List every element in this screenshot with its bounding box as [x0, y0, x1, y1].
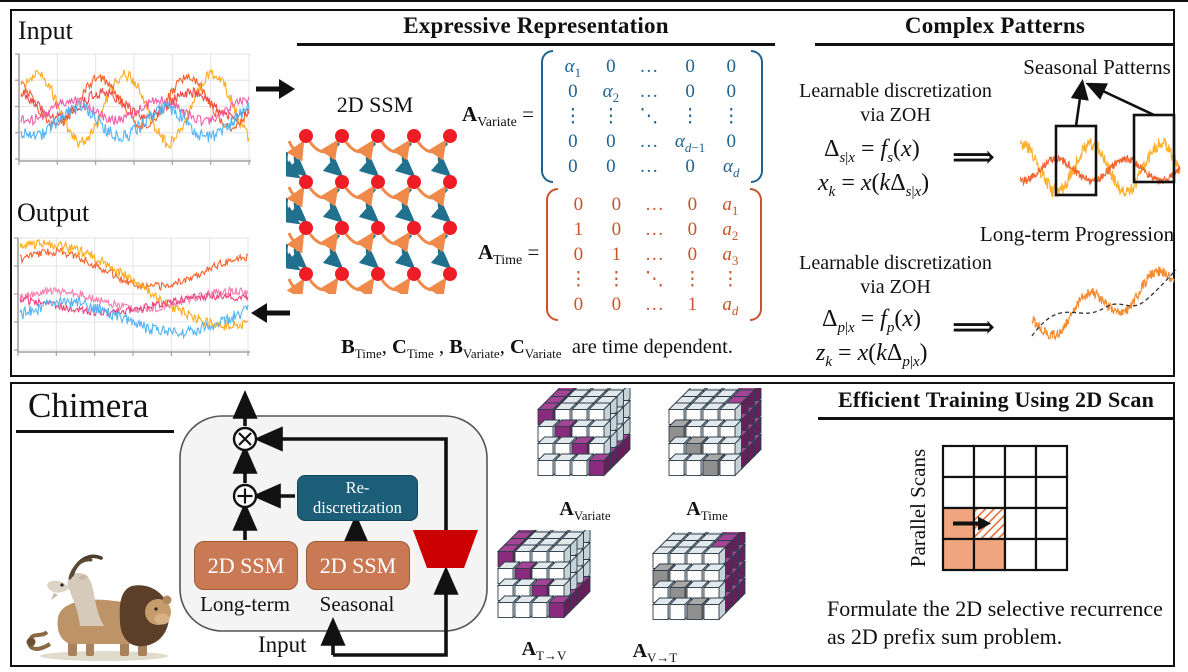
time-dependent-footnote: BTime, CTime , BVariate, CVariate are ti…: [341, 336, 733, 362]
chimera-underline: [16, 430, 174, 433]
ssm-diagram-label: 2D SSM: [336, 92, 414, 117]
left-paren: [546, 188, 559, 321]
equation-x-k: xk = x(kΔs|x): [818, 170, 930, 200]
longterm-branch-label: Long-term: [200, 592, 290, 616]
diagram-input-label: Input: [258, 632, 307, 657]
input-to-ssm-arrow: [256, 79, 295, 99]
learnable-discretization-1-line1: Learnable discretization: [799, 80, 992, 102]
input-feedback-line: [333, 566, 459, 657]
chimera-block-diagram: [179, 390, 488, 657]
efficient-training-header: Efficient Training Using 2D Scan: [837, 387, 1155, 412]
right-paren: [750, 188, 763, 321]
chimera-illustration: [26, 554, 172, 661]
seasonal-patterns-plot: [1019, 78, 1181, 198]
equation-delta-s: Δs|x = fs(x): [824, 136, 920, 166]
a-time-cube-label: ATime: [686, 498, 728, 523]
a-time-label: ATime =: [478, 239, 540, 269]
left-paren: [540, 50, 553, 183]
input-label: Input: [18, 16, 73, 45]
learnable-discretization-1-line2: via ZOH: [860, 104, 931, 126]
implies-arrow-2: ⟹: [952, 311, 996, 344]
a-time-cube: [668, 388, 763, 477]
scan-caption-line1: Formulate the 2D selective recurrence: [827, 596, 1163, 621]
learnable-discretization-2-line2: via ZOH: [860, 276, 931, 298]
input-plot: [15, 53, 251, 165]
learnable-discretization-2-line1: Learnable discretization: [799, 252, 992, 274]
a-variate-cube: [537, 388, 632, 477]
seasonal-branch-label: Seasonal: [319, 592, 395, 616]
a-variate-cube-label: AVariate: [559, 498, 611, 523]
seasonal-callout-arrow-2: [1085, 82, 1155, 117]
projection-trapezoid: [413, 530, 478, 568]
scan-grid: [941, 444, 1069, 572]
parallel-scans-axis-label: Parallel Scans: [906, 448, 930, 568]
seasonal-ssm-box: 2D SSM: [306, 541, 410, 590]
equation-delta-p: Δp|x = fp(x): [822, 306, 921, 336]
2d-ssm-grid-diagram: [286, 129, 457, 294]
output-plot: [14, 237, 250, 356]
output-label: Output: [17, 198, 90, 227]
a-v-to-t-cube: [652, 532, 747, 621]
ssm-to-output-arrow: [251, 303, 290, 323]
scan-caption-line2: as 2D prefix sum problem.: [827, 624, 1063, 649]
complex-underline: [815, 43, 1175, 46]
seasonal-callout-arrow-1: [1070, 78, 1089, 127]
top-rule: [0, 0, 1188, 2]
a-t-to-v-cube: [497, 530, 592, 619]
a-variate-label: AVariate =: [462, 101, 534, 131]
right-paren: [751, 50, 764, 183]
longterm-ssm-box: 2D SSM: [194, 541, 298, 590]
implies-arrow-1: ⟹: [952, 141, 996, 174]
efficient-training-underline: [818, 417, 1174, 420]
longterm-progression-label: Long-term Progression: [979, 222, 1175, 246]
skip-to-multiply-line: [254, 426, 448, 530]
expressive-underline: [297, 43, 775, 46]
a-t-to-v-cube-label: AT→V: [521, 638, 567, 663]
rediscretization-box: Re-discretization: [297, 475, 418, 521]
longterm-progression-plot: [1031, 266, 1177, 341]
seasonal-patterns-label: Seasonal Patterns: [1023, 55, 1171, 79]
top-panel: [10, 9, 1175, 377]
complex-patterns-header: Complex Patterns: [904, 13, 1086, 38]
a-v-to-t-cube-label: AV→T: [632, 640, 678, 665]
equation-z-k: zk = x(kΔp|x): [816, 340, 928, 370]
chimera-title: Chimera: [28, 386, 149, 425]
expressive-representation-header: Expressive Representation: [403, 13, 669, 38]
